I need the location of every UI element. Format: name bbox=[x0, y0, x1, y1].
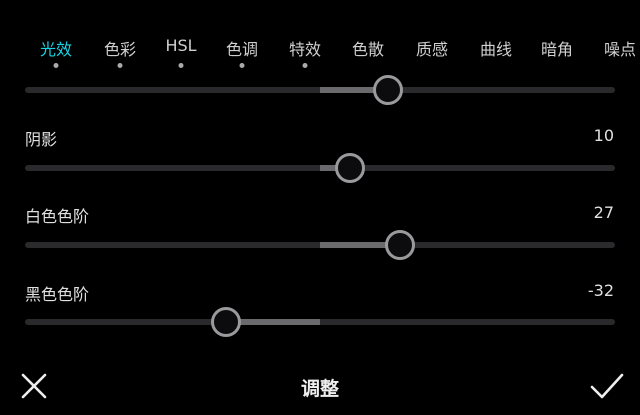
check-icon[interactable] bbox=[590, 372, 624, 404]
tab-0[interactable]: 光效 bbox=[39, 40, 73, 59]
slider-fill bbox=[320, 242, 400, 248]
slider-track[interactable] bbox=[25, 307, 615, 337]
slider-track[interactable] bbox=[25, 153, 615, 183]
slider-track[interactable] bbox=[25, 230, 615, 260]
tab-2[interactable]: HSL bbox=[165, 36, 197, 55]
slider-thumb[interactable] bbox=[210, 307, 241, 337]
tab-4[interactable]: 特效 bbox=[288, 40, 322, 59]
tab-8[interactable]: 暗角 bbox=[540, 40, 574, 59]
slider-value: 10 bbox=[593, 126, 614, 145]
slider-fill bbox=[225, 319, 320, 325]
tab-3[interactable]: 色调 bbox=[225, 40, 259, 59]
tab-indicator-dot bbox=[53, 63, 59, 68]
tab-6[interactable]: 质感 bbox=[415, 40, 449, 59]
slider-thumb[interactable] bbox=[372, 75, 403, 105]
tab-indicator-dot bbox=[239, 63, 245, 68]
slider-value: -32 bbox=[587, 281, 614, 300]
panel-title: 调整 bbox=[300, 378, 339, 400]
slider-value: 27 bbox=[593, 203, 614, 222]
slider-thumb[interactable] bbox=[384, 230, 415, 260]
tab-1[interactable]: 色彩 bbox=[103, 40, 137, 59]
slider-label: 阴影 bbox=[25, 130, 58, 149]
slider-thumb[interactable] bbox=[334, 153, 365, 183]
slider-label: 黑色色阶 bbox=[25, 285, 90, 304]
slider-label: 白色色阶 bbox=[25, 207, 90, 226]
tab-indicator-dot bbox=[178, 63, 184, 68]
tab-indicator-dot bbox=[117, 63, 123, 68]
tab-indicator-dot bbox=[302, 63, 308, 68]
close-icon[interactable] bbox=[20, 372, 48, 404]
tab-5[interactable]: 色散 bbox=[351, 40, 385, 59]
tab-7[interactable]: 曲线 bbox=[479, 40, 513, 59]
slider-track[interactable] bbox=[25, 75, 615, 105]
slider-fill bbox=[320, 87, 388, 93]
tab-9[interactable]: 噪点 bbox=[603, 40, 637, 59]
